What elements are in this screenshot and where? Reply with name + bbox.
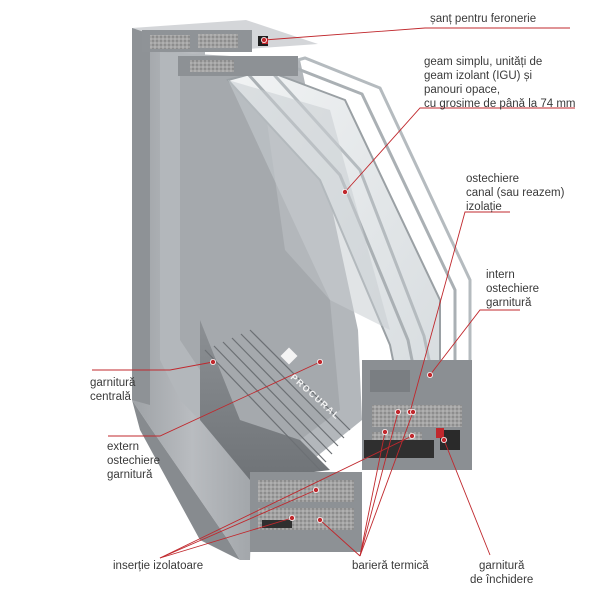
- label-line: barieră termică: [352, 560, 429, 572]
- leader-inserts-2: [159, 489, 317, 559]
- leader-glazing-dot: [341, 188, 348, 195]
- label-line: izolație: [466, 201, 502, 213]
- label-line: centrală: [90, 391, 131, 403]
- label-line: extern: [107, 441, 139, 453]
- leader-closing-gasket-dot: [440, 436, 447, 443]
- label-closing-gasket: garnitură de închidere: [470, 559, 533, 587]
- leader-thermal-2-dot: [381, 428, 388, 435]
- leader-hardware-groove: [263, 27, 570, 41]
- leader-inserts-3: [159, 435, 413, 559]
- label-thermal-break: barieră termică: [352, 559, 429, 573]
- label-line: geam izolant (IGU) și: [424, 70, 533, 82]
- label-inner-gasket: intern ostechiere garnitură: [486, 268, 539, 310]
- label-insulating-inserts: inserție izolatoare: [113, 559, 203, 573]
- leader-thermal-3-dot: [394, 408, 401, 415]
- leader-thermal-1-dot: [316, 517, 323, 524]
- leader-outer-gasket-dot: [316, 358, 323, 365]
- leader-outer-gasket: [108, 361, 321, 437]
- leader-thermal-1: [319, 519, 361, 557]
- leader-thermal-3: [359, 411, 399, 557]
- label-line: garnitură: [486, 297, 532, 309]
- label-line: intern: [486, 269, 515, 281]
- leader-thermal-2: [359, 431, 386, 557]
- leader-bead-channel: [409, 211, 510, 413]
- label-hardware-groove: șanț pentru feronerie: [430, 12, 536, 26]
- leader-lines: [92, 27, 575, 559]
- leader-center-gasket-dot: [209, 358, 216, 365]
- leader-inserts-1: [159, 517, 293, 559]
- label-line: șanț pentru feronerie: [430, 13, 537, 25]
- top-cross-section: [142, 30, 298, 76]
- leader-thermal-4-dot: [409, 408, 416, 415]
- label-line: geam simplu, unități de: [424, 56, 543, 68]
- leader-inserts-3-dot: [408, 432, 415, 439]
- leader-inner-gasket-dot: [426, 371, 433, 378]
- leader-inserts-2-dot: [312, 486, 319, 493]
- label-outer-gasket: extern ostechiere garnitură: [107, 440, 160, 482]
- label-glazing: geam simplu, unități de geam izolant (IG…: [424, 55, 576, 111]
- frame-grooves: [204, 329, 351, 471]
- leader-inserts-1-dot: [288, 515, 295, 522]
- label-line: garnitură: [107, 469, 153, 481]
- leader-center-gasket: [92, 361, 214, 371]
- label-line: garnitură: [90, 377, 136, 389]
- label-line: ostechiere: [466, 173, 520, 185]
- label-line: ostechiere: [107, 455, 161, 467]
- leader-thermal-4: [359, 411, 414, 557]
- label-line: cu grosime de până la 74 mm: [424, 98, 576, 110]
- label-line: canal (sau reazem): [466, 187, 565, 199]
- leader-hardware-groove-dot: [260, 37, 267, 44]
- label-line: panouri opace,: [424, 84, 501, 96]
- label-bead-channel: ostechiere canal (sau reazem) izolație: [466, 172, 564, 214]
- bottom-cross-section: [250, 360, 472, 552]
- leader-glazing: [344, 107, 575, 193]
- label-line: de închidere: [470, 574, 534, 586]
- leader-closing-gasket: [443, 439, 491, 556]
- label-line: ostechiere: [486, 283, 540, 295]
- label-line: garnitură: [478, 560, 525, 572]
- leader-inner-gasket: [429, 309, 520, 376]
- label-center-gasket: garnitură centrală: [90, 376, 135, 404]
- label-line: inserție izolatoare: [113, 560, 204, 572]
